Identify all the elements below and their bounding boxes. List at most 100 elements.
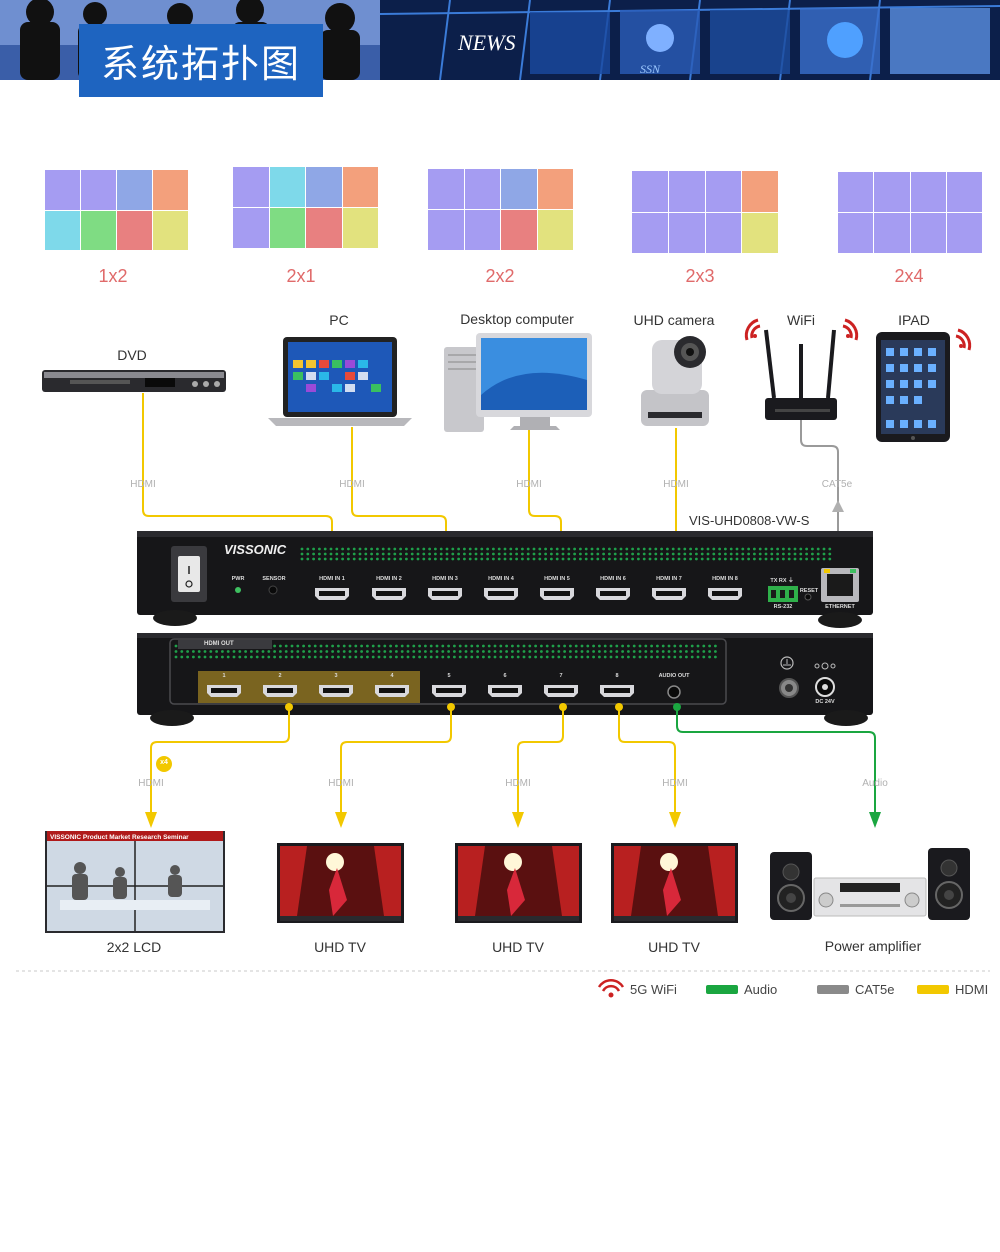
vent-dot <box>209 655 213 659</box>
legend-audio-swatch <box>706 985 738 994</box>
vent-dot <box>464 644 468 648</box>
legend-hdmi-swatch <box>917 985 949 994</box>
vent-dot <box>627 655 630 659</box>
vent-dot <box>312 552 315 556</box>
vent-dot <box>592 650 595 653</box>
vent-dot <box>377 655 381 659</box>
vent-dot <box>561 547 565 551</box>
wifi-signal-ipad-icon <box>955 328 972 351</box>
vent-dot <box>526 552 530 556</box>
vent-dot <box>596 552 600 556</box>
audio-cable <box>676 708 876 820</box>
vent-dot <box>422 547 426 551</box>
vent-dot <box>584 552 588 556</box>
vent-dot <box>574 644 578 648</box>
vent-dot <box>805 547 808 551</box>
hdmi-out-port-3-slot <box>323 688 349 693</box>
vent-dot <box>174 644 178 648</box>
vent-dot <box>621 644 624 648</box>
cable-label-pc: HDMI <box>339 479 365 490</box>
vent-dot <box>544 547 547 551</box>
vent-dot <box>735 547 739 551</box>
vent-dot <box>603 650 607 653</box>
vent-dot <box>325 650 329 653</box>
vent-dot <box>526 557 530 561</box>
vent-dot <box>366 650 369 653</box>
vent-dot <box>424 644 427 648</box>
vent-dot <box>679 650 682 653</box>
vent-dot <box>714 650 717 653</box>
vent-dot <box>702 644 706 648</box>
vent-dot <box>661 650 665 653</box>
vent-dot <box>482 644 485 648</box>
audio-out-label: AUDIO OUT <box>658 673 690 679</box>
vent-dot <box>244 655 248 659</box>
vent-dot <box>586 644 590 648</box>
vent-dot <box>770 547 774 551</box>
rs232-top-label: TX RX ⏚ <box>770 578 794 584</box>
vent-dot <box>770 552 774 556</box>
vent-dot <box>487 644 491 648</box>
cable-label-tv3: HDMI <box>662 778 688 789</box>
hdmi-out-port-7-slot <box>548 688 574 693</box>
vent-dot <box>284 644 288 648</box>
vent-dot <box>689 557 692 561</box>
vent-dot <box>695 552 698 556</box>
vent-dot <box>648 552 652 556</box>
vent-dot <box>696 644 700 648</box>
vent-dot <box>753 547 756 551</box>
vent-dot <box>470 644 474 648</box>
vent-dot <box>764 557 768 561</box>
layout-grid-2x3 <box>632 171 779 254</box>
vent-dot <box>561 552 565 556</box>
vent-dot <box>412 650 416 653</box>
vent-dot <box>341 552 344 556</box>
vent-dot <box>439 547 443 551</box>
vent-dot <box>232 655 236 659</box>
tv2-label: UHD TV <box>492 939 544 955</box>
hdmi-output-ports <box>207 685 634 697</box>
vent-dot <box>476 655 479 659</box>
vent-dot <box>387 547 391 551</box>
legend-label-cat5e: CAT5e <box>855 982 895 997</box>
vent-dot <box>534 644 537 648</box>
hdmi-out-label-6: 6 <box>503 673 507 679</box>
vent-dot <box>428 547 431 551</box>
vent-dot <box>706 557 710 561</box>
vent-dot <box>712 547 716 551</box>
vent-dot <box>358 552 362 556</box>
vent-dot <box>342 644 346 648</box>
vent-dot <box>782 557 785 561</box>
vent-dot <box>811 552 814 556</box>
vent-dot <box>532 547 536 551</box>
vent-dot <box>679 644 682 648</box>
vent-dot <box>313 644 317 648</box>
vent-dot <box>337 644 340 648</box>
vent-dot <box>621 650 624 653</box>
vent-dot <box>505 655 508 659</box>
vent-dot <box>714 644 717 648</box>
vent-dot <box>816 547 820 551</box>
vent-dot <box>387 557 391 561</box>
vent-dot <box>671 557 675 561</box>
vent-dot <box>364 557 368 561</box>
vent-dot <box>764 552 768 556</box>
hdmi-in-port-5-slot <box>544 591 570 596</box>
vent-dot <box>822 557 826 561</box>
rs232-port <box>768 586 798 602</box>
legend-wifi-icon <box>597 978 625 998</box>
vent-dot <box>358 547 362 551</box>
vent-dot <box>509 557 513 561</box>
vent-dot <box>354 650 358 653</box>
layout-cell <box>946 213 982 253</box>
vent-dot <box>393 547 397 551</box>
vent-dot <box>255 650 259 653</box>
vent-dot <box>418 655 421 659</box>
vent-dot <box>776 557 779 561</box>
vent-dot <box>679 655 682 659</box>
hdmi-in-port-1-slot <box>319 591 345 596</box>
vent-dot <box>526 547 530 551</box>
vent-dot <box>677 557 681 561</box>
vent-dot <box>667 644 671 648</box>
vent-dot <box>422 552 426 556</box>
